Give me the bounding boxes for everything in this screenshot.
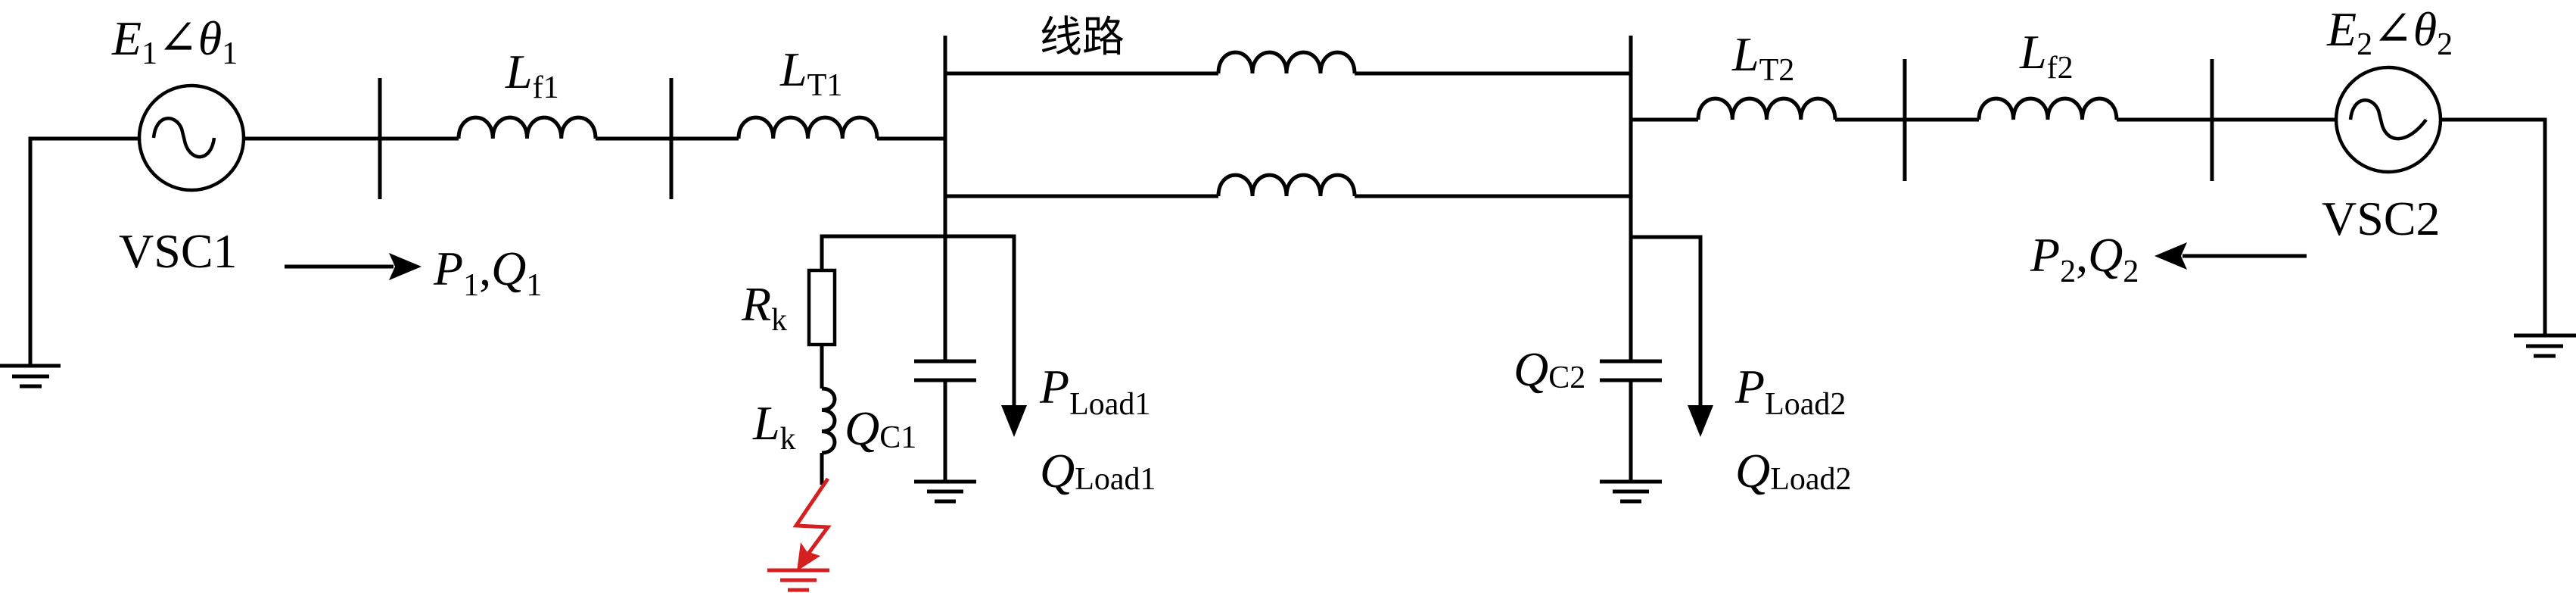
line-1-inductor (1216, 50, 1357, 74)
ground-icon (1600, 479, 1662, 504)
load2-branch-wire (1631, 235, 1703, 409)
vsc2-label: VSC2 (2322, 192, 2441, 245)
inductor-lf2 (1977, 96, 2119, 120)
fault-branch-wire (820, 234, 1016, 409)
line-2-inductor (1216, 173, 1357, 197)
p1q1-label: P1,Q1 (433, 242, 542, 303)
rk-label: Rk (741, 277, 787, 338)
inductor-lt2 (1696, 96, 1837, 120)
qc2-label: QC2 (1514, 342, 1585, 396)
load1-q-label: QLoad1 (1040, 444, 1156, 498)
capacitor-c1 (914, 359, 976, 482)
vsc2-voltage-label: E2∠θ2 (2326, 2, 2453, 62)
lf1-label: Lf1 (505, 45, 559, 105)
load1-arrow-head (1001, 405, 1027, 437)
inductor-lt1 (736, 115, 879, 139)
qc1-label: QC1 (845, 401, 916, 455)
line-label: 线路 (1040, 13, 1125, 62)
capacitor-c2 (1600, 359, 1662, 482)
resistor-rk (807, 268, 837, 347)
vsc1-ac-source-icon (137, 83, 246, 192)
inductor-lf1 (456, 115, 598, 139)
coil-turns (821, 386, 837, 455)
load2-q-label: QLoad2 (1735, 444, 1852, 498)
vsc2-ac-source-icon (2334, 65, 2443, 174)
lt1-label: LT1 (779, 42, 842, 103)
coil-turns (1216, 173, 1357, 197)
lf2-label: Lf2 (2019, 25, 2074, 86)
vsc1-voltage-label: E1∠θ1 (111, 11, 238, 71)
p2q2-arrow-icon (2154, 242, 2307, 270)
coil-turns (1216, 50, 1357, 74)
ground-icon (914, 479, 976, 504)
vsc1-label: VSC1 (119, 224, 238, 278)
lt2-label: LT2 (1731, 27, 1794, 88)
coil-turns (1696, 96, 1837, 120)
coil-turns (736, 115, 879, 139)
p1q1-arrow-icon (285, 253, 422, 280)
inductor-lk (821, 386, 837, 455)
vsc1-ground (0, 136, 139, 389)
coil-turns (456, 115, 598, 139)
p2q2-label: P2,Q2 (2030, 228, 2139, 289)
load1-p-label: PLoad1 (1039, 360, 1150, 422)
load2-p-label: PLoad2 (1734, 360, 1846, 422)
coil-turns (1977, 96, 2119, 120)
vsc2-ground (2441, 117, 2576, 358)
lk-label: Lk (752, 396, 796, 457)
load2-arrow-head (1688, 405, 1713, 437)
fault-lightning-icon (767, 477, 832, 592)
